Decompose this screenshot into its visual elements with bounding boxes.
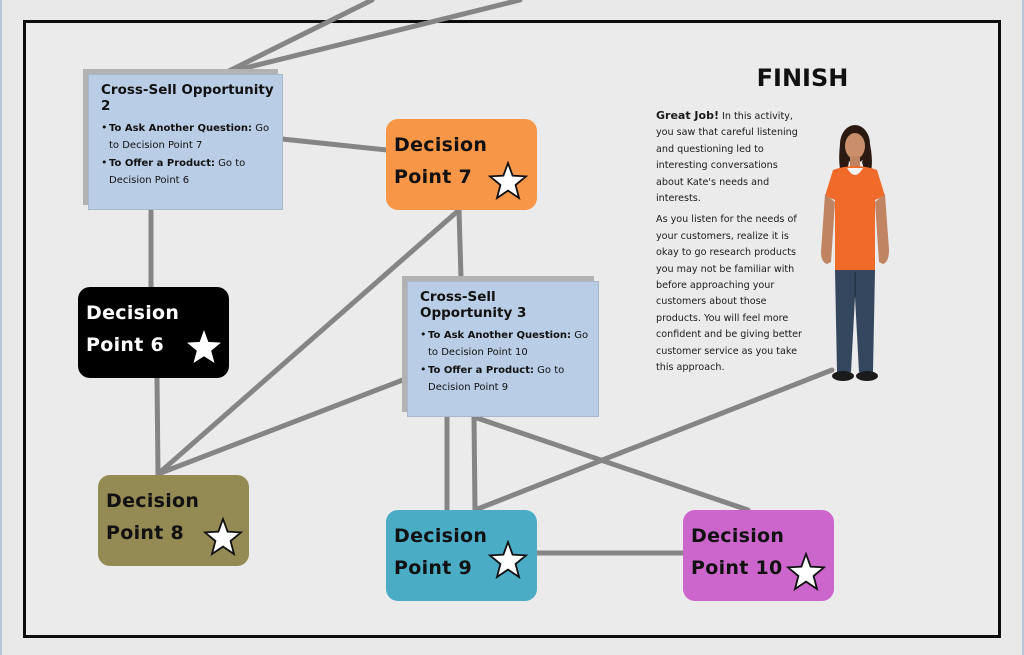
option-text: Go to Decision Point 7	[109, 123, 270, 151]
star-icon	[786, 552, 826, 592]
card-title: Cross-Sell Opportunity 3	[420, 289, 527, 321]
connector-top-2	[222, 0, 523, 76]
connector-cs2-dp7	[279, 136, 390, 153]
card-options: To Ask Another Question: Go to Decision …	[420, 326, 590, 396]
connector-finish-dp9	[472, 367, 835, 513]
decision-point-9-button[interactable]: Decision Point 9	[386, 510, 537, 601]
star-icon	[203, 517, 243, 557]
option-label: To Offer a Product:	[428, 365, 534, 376]
star-icon	[488, 161, 528, 201]
card-option-offer: To Offer a Product: Go to Decision Point…	[101, 154, 274, 189]
finish-title: FINISH	[756, 64, 849, 92]
option-text: Go to Decision Point 10	[428, 330, 589, 358]
connector-dp6-dp8	[154, 375, 161, 477]
card-option-ask: To Ask Another Question: Go to Decision …	[101, 119, 274, 154]
card-option-ask: To Ask Another Question: Go to Decision …	[420, 326, 590, 361]
decision-point-label: Decision Point 10	[691, 525, 785, 579]
decision-point-label: Decision Point 9	[394, 525, 488, 579]
decision-point-label: Decision Point 7	[394, 134, 488, 188]
connector-dp7-cs3	[456, 207, 464, 281]
person-illustration	[821, 125, 889, 381]
star-icon	[488, 540, 528, 580]
star-icon	[187, 330, 221, 363]
decision-point-label: Decision Point 6	[86, 302, 180, 356]
card-title: Cross-Sell Opportunity 2	[101, 82, 274, 114]
cross-sell-opportunity-3-card[interactable]: Cross-Sell Opportunity 3 To Ask Another …	[407, 281, 599, 417]
decision-point-6-button[interactable]: Decision Point 6	[78, 287, 229, 378]
card-options: To Ask Another Question: Go to Decision …	[101, 119, 274, 189]
option-label: To Ask Another Question:	[428, 330, 572, 341]
decision-point-8-button[interactable]: Decision Point 8	[98, 475, 249, 566]
decision-point-label: Decision Point 8	[106, 490, 200, 544]
finish-paragraph-1: Great Job! In this activity, you saw tha…	[656, 108, 806, 207]
option-label: To Offer a Product:	[109, 158, 215, 169]
finish-lead: Great Job!	[656, 109, 719, 122]
connector-top-1	[222, 0, 375, 76]
option-text: Go to Decision Point 6	[109, 158, 246, 186]
card-option-offer: To Offer a Product: Go to Decision Point…	[420, 361, 590, 396]
finish-message: Great Job! In this activity, you saw tha…	[656, 108, 806, 382]
decision-point-10-button[interactable]: Decision Point 10	[683, 510, 834, 601]
connector-cs3-dp9-b	[471, 414, 478, 513]
finish-paragraph-1-text: In this activity, you saw that careful l…	[656, 111, 798, 205]
connector-cs3-dp8	[155, 375, 411, 477]
decision-point-7-button[interactable]: Decision Point 7	[386, 119, 537, 210]
cross-sell-opportunity-2-card[interactable]: Cross-Sell Opportunity 2 To Ask Another …	[88, 74, 283, 210]
finish-paragraph-2: As you listen for the needs of your cust…	[656, 214, 802, 374]
connector-dp7-dp8	[155, 207, 462, 477]
option-label: To Ask Another Question:	[109, 123, 253, 134]
connector-cs3-dp10	[471, 414, 751, 513]
option-text: Go to Decision Point 9	[428, 365, 565, 393]
